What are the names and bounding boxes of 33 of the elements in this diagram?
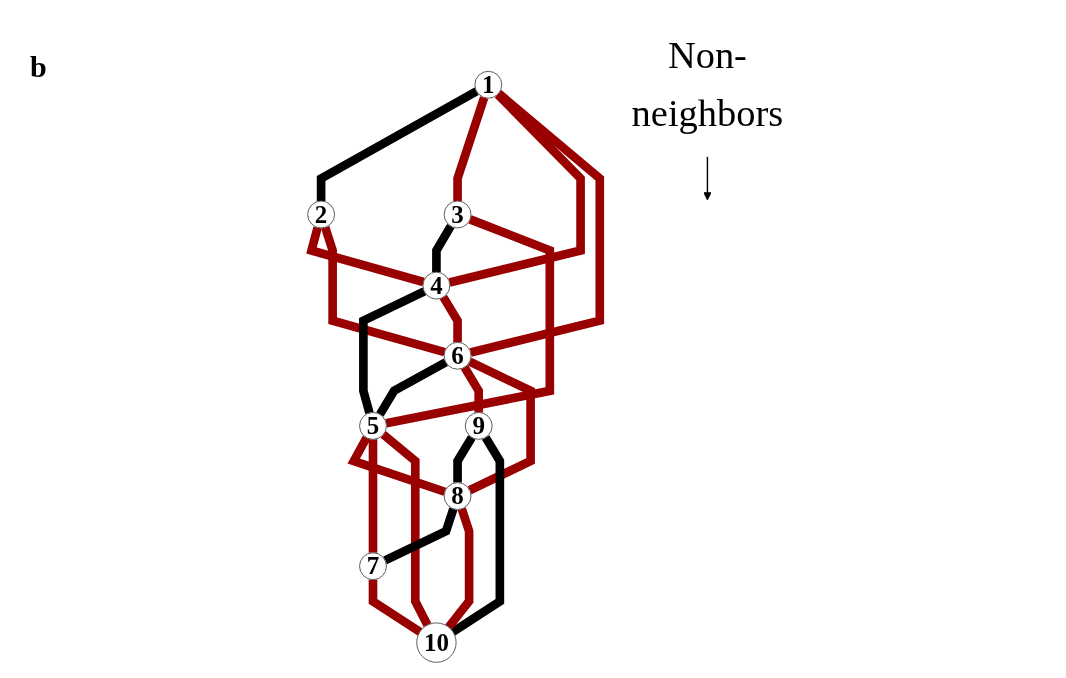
edge-line [439, 294, 462, 343]
node-text: Non-neighbors [631, 33, 784, 135]
edge-line [460, 365, 484, 413]
edge-line [383, 507, 458, 565]
edge-line [376, 358, 448, 417]
edge-line [380, 431, 432, 628]
node-circle: 10 [416, 622, 457, 663]
edge-line [368, 439, 378, 553]
edge-line [316, 87, 479, 202]
edge-line [347, 435, 447, 496]
edge-line [306, 226, 425, 287]
node-circle: 6 [443, 341, 472, 370]
edge-line [469, 90, 605, 357]
node-circle: 8 [443, 482, 472, 510]
node-circle: 7 [359, 552, 387, 581]
panel-letter: b [30, 50, 47, 83]
node-circle: 4 [422, 271, 451, 300]
edge-line [453, 435, 476, 483]
edge-line [467, 357, 535, 495]
node-circle: 3 [443, 200, 472, 229]
edge-line [453, 96, 489, 202]
edge-line [385, 215, 555, 428]
node-circle: 9 [464, 411, 493, 440]
edge-line [368, 579, 423, 636]
edge-line [321, 226, 446, 357]
edge-line [445, 507, 474, 630]
node-circle: 1 [474, 70, 503, 99]
edge-line [359, 287, 427, 415]
node-circle: 2 [307, 200, 336, 229]
node-circle: 5 [359, 411, 387, 440]
leader-line [703, 156, 712, 201]
edge-line [450, 435, 505, 636]
edge-line [432, 223, 455, 273]
